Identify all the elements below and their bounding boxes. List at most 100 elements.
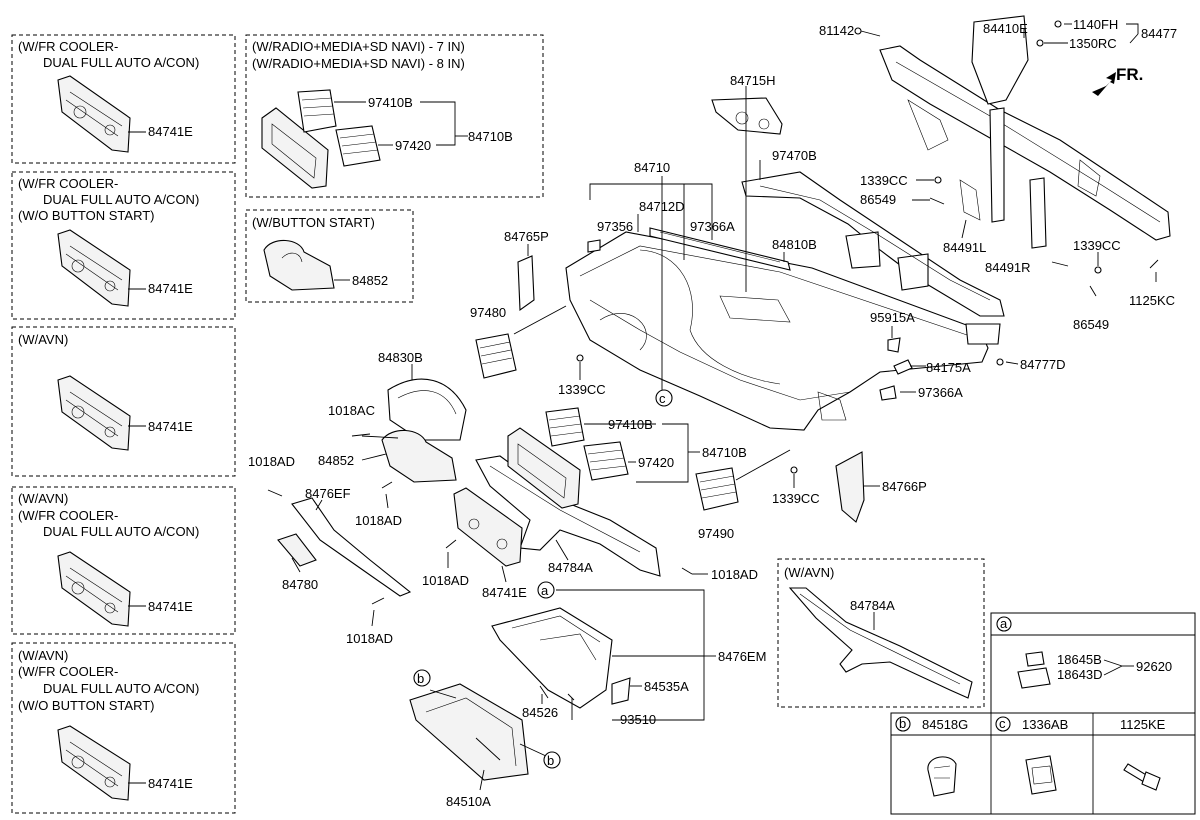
label-84741E-2: 84741E	[148, 281, 193, 296]
label-84491L: 84491L	[943, 240, 986, 255]
label-97420-1: 97420	[395, 138, 431, 153]
side-air-vent-97480	[475, 333, 517, 379]
label-84741E-5: 84741E	[148, 776, 193, 791]
label-1018AD-5: 1018AD	[711, 567, 758, 582]
clip-18645B	[1017, 651, 1051, 689]
label-92620: 92620	[1136, 659, 1172, 674]
side-duct-97470B	[741, 171, 1005, 345]
heater-control-panel-3	[57, 375, 131, 451]
center-fascia-panel-2	[507, 427, 581, 509]
cluster-fascia	[387, 378, 467, 441]
option-box-5: (W/AVN) (W/FR COOLER- DUAL FULL AUTO A/C…	[11, 642, 236, 814]
label-95915A: 95915A	[870, 310, 915, 325]
knee-bolster-bracket	[291, 497, 412, 597]
heater-control-panel-1	[57, 75, 131, 153]
avn-panel-condition: (W/AVN)	[784, 565, 834, 580]
label-97410B-1: 97410B	[368, 95, 413, 110]
label-84777D: 84777D	[1020, 357, 1066, 372]
box5-condition: (W/AVN)	[18, 648, 68, 663]
option-box-radio: (W/RADIO+MEDIA+SD NAVI) - 7 IN) (W/RADIO…	[245, 34, 544, 198]
label-84741E-3: 84741E	[148, 419, 193, 434]
label-84741E-1: 84741E	[148, 124, 193, 139]
label-18643D: 18643D	[1057, 667, 1103, 682]
steering-column-shroud-1	[263, 239, 335, 291]
center-air-vent-lower-1	[335, 125, 381, 167]
nut-1336AB	[1025, 755, 1057, 795]
box2-condition-3: (W/O BUTTON START)	[18, 208, 155, 223]
clip-84518G	[927, 756, 957, 797]
option-box-1: (W/FR COOLER- DUAL FULL AUTO A/CON) 8474…	[11, 34, 236, 164]
button-start-condition: (W/BUTTON START)	[252, 215, 375, 230]
center-fascia-panel-1	[261, 107, 329, 189]
cowl-cross-bar	[879, 15, 1171, 249]
label-84518G: 84518G	[922, 717, 968, 732]
glove-box-cover	[409, 683, 529, 781]
option-box-avn-panel: (W/AVN) 84784A	[777, 558, 985, 708]
label-97420-2: 97420	[638, 455, 674, 470]
label-84780: 84780	[282, 577, 318, 592]
label-97410B-2: 97410B	[608, 417, 653, 432]
label-1339CC-4: 1339CC	[772, 491, 820, 506]
fasteners	[267, 20, 1159, 701]
label-84784A-2: 84784A	[850, 598, 895, 613]
box4-condition: (W/AVN)	[18, 491, 68, 506]
radio-condition-2: (W/RADIO+MEDIA+SD NAVI) - 8 IN)	[252, 56, 465, 71]
label-1018AD-4: 1018AD	[346, 631, 393, 646]
fr-direction-arrow: FR.	[1092, 65, 1143, 96]
option-box-2: (W/FR COOLER- DUAL FULL AUTO A/CON) (W/O…	[11, 171, 236, 320]
label-8476EM: 8476EM	[718, 649, 766, 664]
box3-condition: (W/AVN)	[18, 332, 68, 347]
label-93510: 93510	[620, 712, 656, 727]
label-1339CC-1: 1339CC	[558, 382, 606, 397]
label-84491R: 84491R	[985, 260, 1031, 275]
label-97356: 97356	[597, 219, 633, 234]
radio-condition-1: (W/RADIO+MEDIA+SD NAVI) - 7 IN)	[252, 39, 465, 54]
center-air-vent-upper-1	[297, 89, 337, 133]
label-1125KC: 1125KC	[1129, 293, 1175, 308]
label-1350RC: 1350RC	[1069, 36, 1117, 51]
callout-c-main: c	[659, 391, 666, 406]
label-18645B: 18645B	[1057, 652, 1102, 667]
label-84410E: 84410E	[983, 21, 1028, 36]
steering-column-shroud-2	[381, 429, 457, 483]
bracket-84715H	[711, 97, 783, 135]
part-labels: 84715H 84710 84712D 97356 97366A 84765P …	[248, 17, 1177, 809]
box4-condition-3: DUAL FULL AUTO A/CON)	[43, 524, 199, 539]
label-97366A-1: 97366A	[690, 219, 735, 234]
fr-label: FR.	[1116, 65, 1143, 84]
center-air-vent-upper-2	[545, 407, 585, 447]
leader-lines	[291, 23, 1157, 791]
label-84710B-1: 84710B	[468, 129, 513, 144]
label-97366A-2: 97366A	[918, 385, 963, 400]
label-86549-2: 86549	[1073, 317, 1109, 332]
label-84526: 84526	[522, 705, 558, 720]
label-1336AB: 1336AB	[1022, 717, 1068, 732]
label-1140FH: 1140FH	[1073, 17, 1118, 32]
label-1339CC-3: 1339CC	[1073, 238, 1121, 253]
defroster-grille	[649, 227, 791, 271]
callout-markers: c a b b	[413, 389, 673, 769]
option-box-3: (W/AVN) 84741E	[11, 326, 236, 477]
label-84535A: 84535A	[644, 679, 689, 694]
label-97480: 97480	[470, 305, 506, 320]
label-1018AD-2: 1018AD	[355, 513, 402, 528]
box5-condition-2: (W/FR COOLER-	[18, 664, 118, 679]
label-8476EF: 8476EF	[305, 486, 351, 501]
callout-c-table: c	[999, 716, 1006, 731]
callout-b-main-1: b	[417, 671, 424, 686]
label-1018AD-3: 1018AD	[422, 573, 469, 588]
label-84810B: 84810B	[772, 237, 817, 252]
center-air-vent-lower-2	[583, 441, 629, 481]
heater-control-panel-main	[453, 487, 523, 567]
label-1018AC: 1018AC	[328, 403, 375, 418]
fuse-cover-84780	[277, 533, 317, 567]
box2-condition-2: DUAL FULL AUTO A/CON)	[43, 192, 199, 207]
label-84741E-6: 84741E	[482, 585, 527, 600]
side-air-vent-97490	[695, 467, 739, 511]
heater-control-panel-4	[57, 551, 131, 627]
bolt-1125KE	[1123, 763, 1161, 791]
label-84784A-1: 84784A	[548, 560, 593, 575]
label-84830B: 84830B	[378, 350, 423, 365]
bracket-84765P	[517, 255, 535, 312]
